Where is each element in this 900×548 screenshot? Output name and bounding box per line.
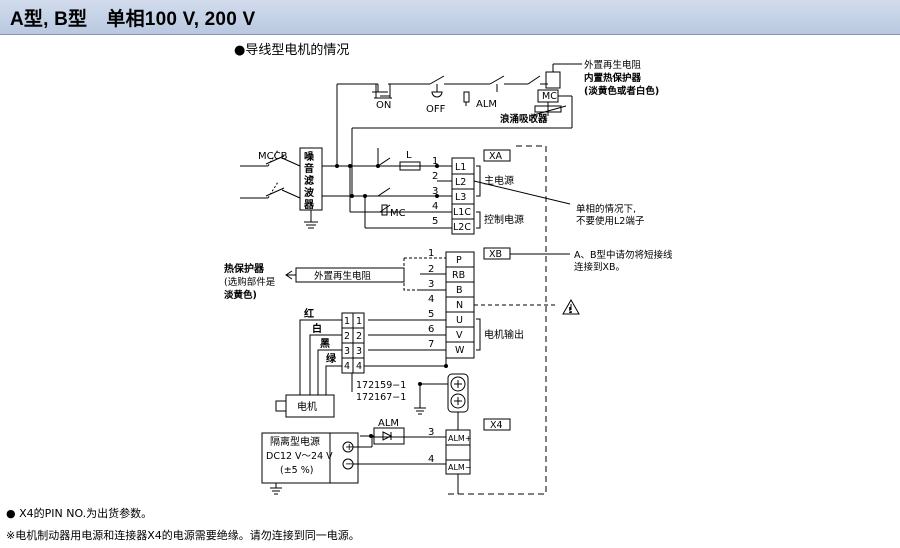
conn-pin-2b: 2 bbox=[356, 331, 362, 342]
xb-note-2: 连接到XB。 bbox=[574, 261, 625, 273]
xb-term-b: B bbox=[456, 285, 463, 296]
alm-diode-label: ALM bbox=[378, 418, 399, 429]
plus-terminal: + bbox=[345, 442, 353, 453]
thermal-ext-option: (选购部件是 bbox=[224, 276, 276, 288]
x4-pin-4: 4 bbox=[428, 454, 434, 465]
iso-power-voltage: DC12 V～24 V bbox=[266, 451, 333, 462]
motor-label: 电机 bbox=[297, 400, 317, 413]
xb-pin-7: 7 bbox=[428, 339, 434, 350]
xa-term-l2c: L2C bbox=[453, 222, 471, 233]
conn-pin-1a: 1 bbox=[344, 316, 350, 327]
noise-filter-char-1: 噪 bbox=[304, 151, 315, 163]
xa-pin-2: 2 bbox=[432, 171, 438, 182]
conn-pin-3b: 3 bbox=[356, 346, 362, 357]
xa-pin-3: 3 bbox=[432, 186, 438, 197]
xa-term-l1: L1 bbox=[455, 162, 466, 173]
xa-pin-5: 5 bbox=[432, 216, 438, 227]
wire-white-label: 白 bbox=[312, 322, 322, 335]
surge-absorber-label: 浪涌吸收器 bbox=[500, 113, 548, 125]
xb-pin-6: 6 bbox=[428, 324, 434, 335]
thermal-internal-color: (淡黄色或者白色) bbox=[584, 85, 659, 97]
xb-term-p: P bbox=[456, 255, 462, 266]
conn-pin-4a: 4 bbox=[344, 361, 350, 372]
xb-term-n: N bbox=[456, 300, 463, 311]
motor-output-label: 电机输出 bbox=[484, 328, 524, 341]
noise-filter-char-3: 滤 bbox=[304, 174, 314, 187]
xb-pin-1: 1 bbox=[428, 248, 434, 259]
mc-coil-label: MC bbox=[542, 91, 557, 102]
xa-term-l2: L2 bbox=[455, 177, 466, 188]
xa-term-l3: L3 bbox=[455, 192, 466, 203]
iso-power-tolerance: (±5 %) bbox=[280, 465, 313, 476]
xa-pin-4: 4 bbox=[432, 201, 438, 212]
ext-regen-mid-label: 外置再生电阻 bbox=[314, 270, 372, 282]
thermal-internal-label: 内置热保护器 bbox=[584, 72, 642, 84]
xb-pin-4: 4 bbox=[428, 294, 434, 305]
xb-pin-5: 5 bbox=[428, 309, 434, 320]
single-phase-note-1: 单相的情况下, bbox=[576, 203, 636, 215]
mc-contact-label: MC bbox=[390, 208, 406, 219]
wire-green-label: 绿 bbox=[326, 352, 337, 365]
xb-note-1: A、B型中请勿将短接线 bbox=[574, 249, 673, 261]
single-phase-note-2: 不要使用L2端子 bbox=[576, 215, 645, 227]
part-number-2: 172167−1 bbox=[356, 392, 406, 403]
noise-filter-char-4: 波 bbox=[304, 186, 315, 199]
off-label: OFF bbox=[426, 104, 446, 115]
ext-regen-top-label: 外置再生电阻 bbox=[584, 59, 642, 71]
xb-pin-3: 3 bbox=[428, 279, 434, 290]
xb-pin-2: 2 bbox=[428, 264, 434, 275]
conn-pin-3a: 3 bbox=[344, 346, 350, 357]
iso-power-title: 隔离型电源 bbox=[270, 435, 320, 448]
warning-icon: ! bbox=[568, 306, 572, 315]
wire-red-label: 红 bbox=[304, 307, 314, 320]
alm-label: ALM bbox=[476, 99, 497, 110]
xb-term-u: U bbox=[456, 315, 463, 326]
reactor-label: L bbox=[406, 150, 412, 161]
x4-term-alm-plus: ALM+ bbox=[448, 434, 472, 443]
xa-term-l1c: L1C bbox=[453, 207, 471, 218]
control-power-label: 控制电源 bbox=[484, 213, 524, 226]
footnote-1: ● X4的PIN NO.为出货参数。 bbox=[6, 507, 153, 520]
minus-terminal: − bbox=[345, 459, 353, 470]
xb-tag: XB bbox=[489, 249, 502, 260]
on-label: ON bbox=[376, 100, 391, 111]
main-power-label: 主电源 bbox=[484, 174, 514, 187]
part-number-1: 172159−1 bbox=[356, 380, 406, 391]
header-bar: A型, B型 单相100 V, 200 V bbox=[0, 0, 900, 35]
footnote-2: ※电机制动器用电源和连接器X4的电源需要绝缘。请勿连接到同一电源。 bbox=[6, 529, 360, 542]
xb-term-rb: RB bbox=[452, 270, 465, 281]
noise-filter-char-5: 器 bbox=[303, 199, 315, 211]
conn-pin-2a: 2 bbox=[344, 331, 350, 342]
noise-filter-char-2: 音 bbox=[304, 162, 314, 175]
x4-pin-3: 3 bbox=[428, 427, 434, 438]
conn-pin-4b: 4 bbox=[356, 361, 362, 372]
xa-tag: XA bbox=[489, 151, 503, 162]
xa-pin-1: 1 bbox=[432, 156, 438, 167]
conn-pin-1b: 1 bbox=[356, 316, 362, 327]
x4-tag: X4 bbox=[490, 420, 503, 431]
wire-black-label: 黑 bbox=[320, 338, 330, 350]
xb-term-w: W bbox=[455, 345, 465, 356]
subtitle: ●导线型电机的情况 bbox=[234, 42, 349, 58]
page-title: A型, B型 单相100 V, 200 V bbox=[10, 9, 256, 30]
x4-term-alm-minus: ALM− bbox=[448, 463, 472, 472]
mccb-label: MCCB bbox=[258, 151, 288, 162]
xb-term-v: V bbox=[456, 330, 463, 341]
thermal-ext-label: 热保护器 bbox=[224, 262, 265, 275]
thermal-ext-color: 淡黄色) bbox=[224, 289, 257, 301]
